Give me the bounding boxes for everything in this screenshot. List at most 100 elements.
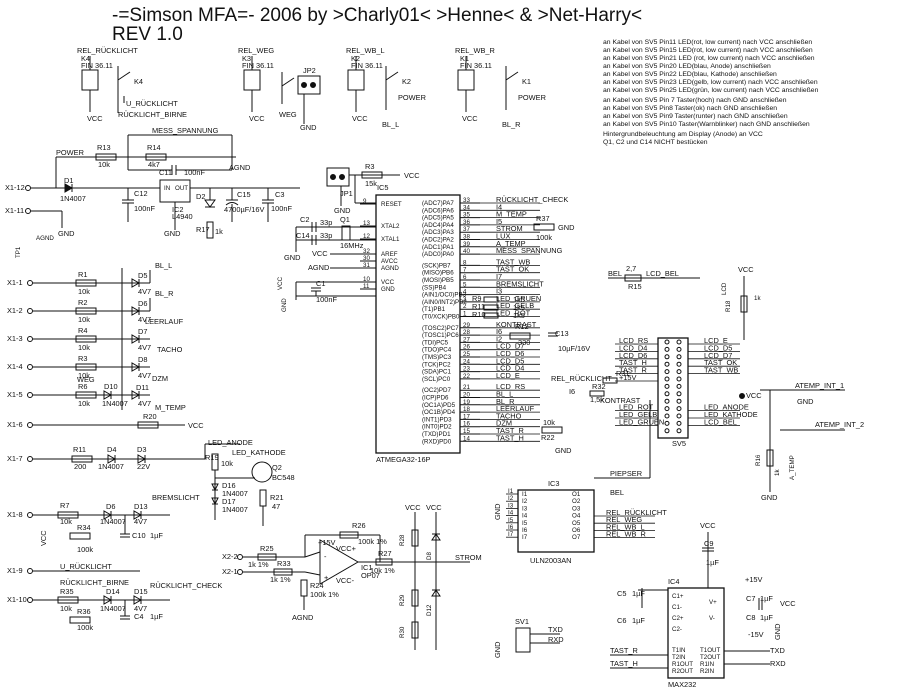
vcc-label: VCC bbox=[352, 114, 368, 123]
sv5-pin bbox=[664, 354, 670, 360]
part-ref: D4 bbox=[107, 445, 116, 454]
part-ref: R37 bbox=[536, 214, 550, 223]
net-tast-h: TAST_H bbox=[610, 659, 638, 668]
mcu-pin-number: 5 bbox=[463, 281, 467, 288]
part-ref: D2 bbox=[196, 192, 205, 201]
mcu-net-label: TACHO bbox=[496, 411, 522, 420]
note-line: an Kabel von SV5 Pin8 Taster(ok) nach GN… bbox=[603, 105, 777, 112]
part-ref: Q2 bbox=[272, 463, 282, 472]
net-weg: WEG bbox=[279, 110, 297, 119]
relay-k1: REL_WB_R K1 FIN 36.11 VCC K1 POWER BL_R bbox=[455, 46, 546, 129]
part-value: 100nF bbox=[184, 168, 205, 177]
part-value: 10k bbox=[78, 287, 90, 296]
net-label: WEG bbox=[77, 375, 95, 384]
part-ref: C11 bbox=[159, 168, 172, 177]
part-ref: R3 bbox=[365, 162, 374, 171]
part-ref: D6 bbox=[106, 502, 115, 511]
mcu-pin-name: RESET bbox=[381, 201, 402, 208]
net-piepser: PIEPSER bbox=[610, 469, 642, 478]
uln-input-label: I7 bbox=[508, 531, 514, 538]
sv5-pin bbox=[676, 361, 682, 367]
part-value: 33p bbox=[320, 231, 332, 240]
net-power: POWER bbox=[56, 148, 84, 157]
part-ref: R31 bbox=[616, 369, 630, 378]
net-m-temp: M_TEMP bbox=[155, 403, 186, 412]
part-value: 1N4007 bbox=[98, 462, 124, 471]
uln-output-label: REL_WEG bbox=[606, 515, 642, 524]
part-value: 1k5 bbox=[513, 295, 525, 304]
sv5-left-net: LED_ROT bbox=[619, 403, 654, 412]
part-ref: C5 bbox=[617, 589, 626, 598]
uln-pin-name: I3 bbox=[522, 505, 528, 512]
svg-text:AGND: AGND bbox=[308, 263, 329, 272]
max232-pin-name: V- bbox=[709, 615, 715, 622]
sv5-pin bbox=[664, 420, 670, 426]
part-value: 4V7 bbox=[134, 604, 147, 613]
net-bl-l: BL_L bbox=[382, 120, 399, 129]
mcu-pin-name: AGND bbox=[381, 265, 399, 272]
part-ref: IC2 bbox=[172, 205, 184, 214]
relay-contact-ref: K2 bbox=[402, 77, 411, 86]
uln-pin-name: I1 bbox=[522, 491, 528, 498]
net-tast-r: TAST_R bbox=[610, 646, 638, 655]
part-ref: C3 bbox=[275, 190, 284, 199]
mcu-net-label: I6 bbox=[496, 327, 502, 336]
part-ref: R19 bbox=[205, 453, 219, 462]
uln-pin-name: I6 bbox=[522, 527, 528, 534]
part-value: 10k bbox=[543, 418, 555, 427]
part-ref: R34 bbox=[77, 523, 91, 532]
part-ref: D13 bbox=[134, 502, 148, 511]
uln-input-label: I5 bbox=[508, 517, 514, 524]
sv5-pin bbox=[676, 376, 682, 382]
part-value: ULN2003AN bbox=[530, 556, 572, 565]
sv5-right-net: LCD_BEL bbox=[704, 417, 737, 426]
uln-pin-name: O4 bbox=[572, 513, 581, 520]
part-ref: C15 bbox=[237, 190, 251, 199]
part-ref: SV5 bbox=[672, 439, 686, 448]
part-value: 10k bbox=[60, 604, 72, 613]
mcu-net-label: LCD_D4 bbox=[496, 364, 524, 373]
sv5-pin bbox=[664, 406, 670, 412]
relay-part: FIN 36.11 bbox=[81, 61, 113, 70]
mcu-pin-name: (ADC1)PA1 bbox=[422, 244, 454, 251]
mcu-pin-name: (TXD)PD1 bbox=[422, 431, 451, 438]
part-ref: R24 bbox=[310, 581, 324, 590]
part-ref: R30 bbox=[399, 626, 406, 638]
relay-contact-ref: K1 bbox=[522, 77, 531, 86]
sv5-pin bbox=[676, 413, 682, 419]
note-line: an Kabel von SV5 Pin22 LED(blau, Kathode… bbox=[603, 71, 777, 78]
note-line: an Kabel von SV5 Pin25 LED(grün, low cur… bbox=[603, 87, 819, 94]
sv5-pin bbox=[676, 339, 682, 345]
connector-x1-10: X1-10 bbox=[7, 595, 27, 604]
net-led-anode: LED_ANODE bbox=[208, 438, 253, 447]
part-value: 100k bbox=[77, 545, 93, 554]
part-ref: R14 bbox=[147, 143, 161, 152]
sv5-right-net: LED_ANODE bbox=[704, 403, 749, 412]
mcu-pin-number: 4 bbox=[463, 289, 467, 296]
part-ref: C10 bbox=[132, 531, 146, 540]
sv5-pin bbox=[676, 420, 682, 426]
part-ref: R20 bbox=[143, 412, 157, 421]
net-i6: I6 bbox=[569, 387, 575, 396]
part-value: 4k7 bbox=[148, 160, 160, 169]
mcu-pin-name: (OC1B)PD4 bbox=[422, 409, 456, 416]
svg-text:VCC: VCC bbox=[277, 276, 284, 290]
input-row-1: X1-1 R1 10k D5 4V7 BL_L bbox=[7, 261, 172, 296]
max232-pin-name: R2IN bbox=[700, 668, 714, 675]
net-lcd: LCD bbox=[721, 282, 728, 295]
mcu-net-label: LED_ROT bbox=[496, 309, 531, 318]
part-value: MAX232 bbox=[668, 680, 696, 689]
mcu-net-label: STROM bbox=[496, 224, 523, 233]
sv5-right-net: LED_KATHODE bbox=[704, 410, 758, 419]
net-atemp-int-2: ATEMP_INT_2 bbox=[815, 420, 864, 429]
mcu-pin-number: 33 bbox=[463, 197, 470, 204]
svg-text:GND: GND bbox=[493, 504, 502, 520]
part-ref: R26 bbox=[352, 521, 366, 530]
part-value: 10µF/16V bbox=[558, 344, 590, 353]
mcu-pin-number: 7 bbox=[463, 267, 467, 274]
mcu-pin-name: (AIN1/OC0)PB3 bbox=[422, 292, 467, 299]
mcu-pin-number: 1 bbox=[463, 311, 467, 318]
mcu-pin-number: 38 bbox=[463, 234, 470, 241]
net-power: POWER bbox=[398, 93, 426, 102]
part-ref: R1 bbox=[78, 270, 87, 279]
